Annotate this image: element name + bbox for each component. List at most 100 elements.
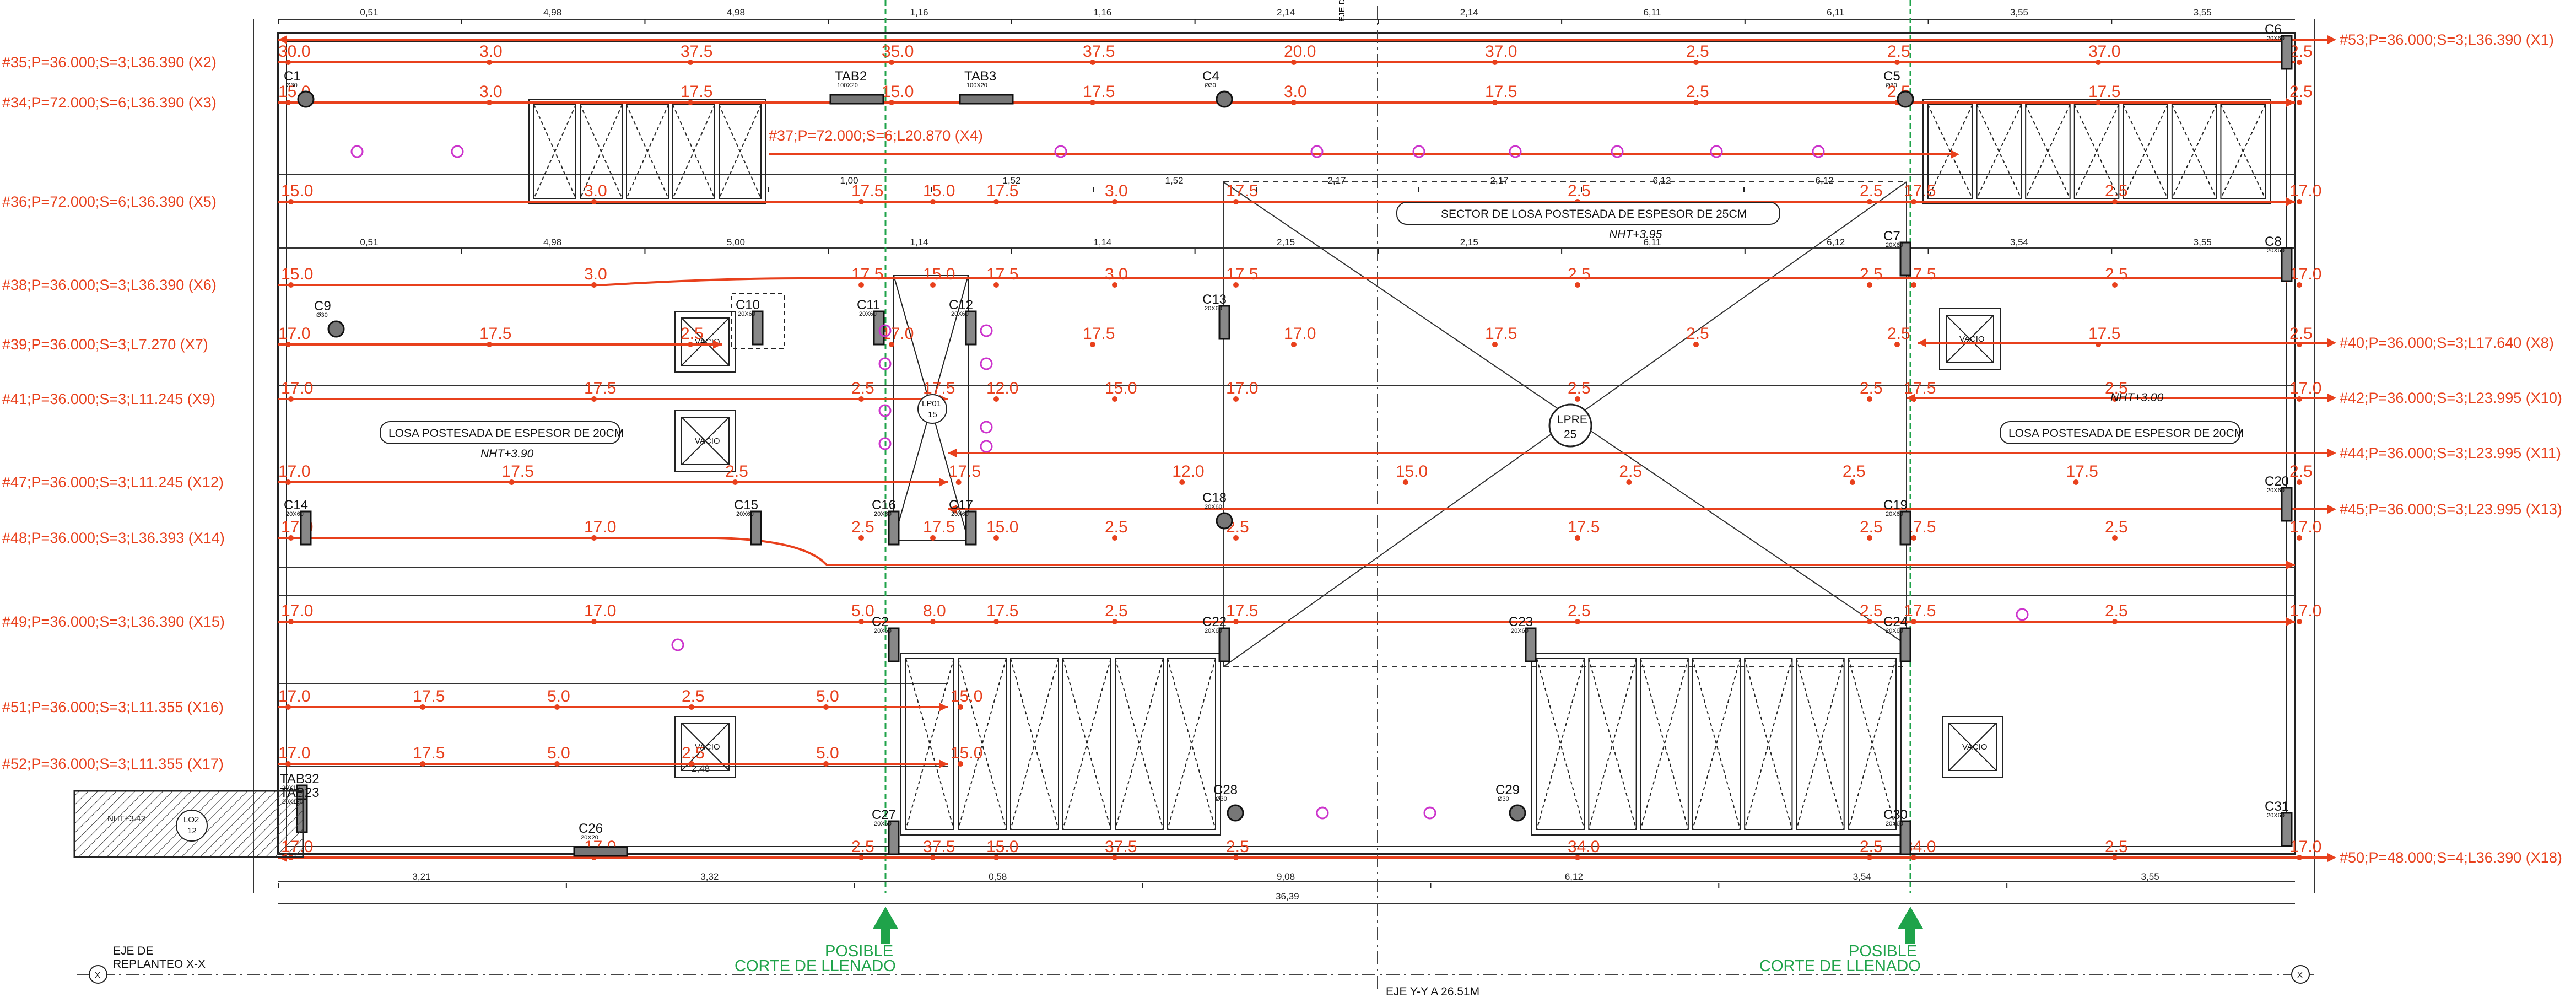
profile-point bbox=[487, 342, 492, 347]
profile-point bbox=[1233, 855, 1239, 860]
tendon-arrow bbox=[2327, 449, 2336, 457]
column-label: C11 bbox=[857, 298, 880, 312]
tendon-arrow bbox=[2286, 98, 2295, 107]
stair-cell-diag bbox=[1976, 104, 2022, 199]
dimension-value: 3,55 bbox=[2194, 7, 2212, 18]
profile-point bbox=[2297, 282, 2302, 288]
profile-value: 15.0 bbox=[281, 265, 313, 283]
tendon-arrow bbox=[948, 505, 957, 514]
tendon-arrow bbox=[1918, 338, 1926, 347]
profile-value: 2.5 bbox=[1686, 325, 1709, 343]
stair-block bbox=[528, 99, 766, 204]
dimension-value: 1,14 bbox=[1093, 237, 1111, 247]
profile-value: 17.5 bbox=[1226, 265, 1258, 283]
dimension-value: 1,16 bbox=[910, 7, 928, 18]
profile-point bbox=[1492, 60, 1498, 65]
column-size: 20X60 bbox=[1511, 628, 1529, 634]
stair-cell-diag bbox=[1640, 658, 1689, 830]
column-label: C6 bbox=[2265, 22, 2282, 37]
profile-point bbox=[1112, 282, 1117, 288]
column-label: TAB3 bbox=[964, 69, 996, 84]
column-rect bbox=[1899, 820, 1911, 855]
nht1-label: NHT+3.95 bbox=[1609, 228, 1662, 241]
profile-point bbox=[930, 619, 936, 624]
profile-point bbox=[1233, 282, 1239, 288]
column-label: C23 bbox=[1509, 615, 1533, 629]
dimension-value: 0,51 bbox=[360, 237, 378, 247]
profile-point bbox=[2297, 535, 2302, 541]
profile-value: 15.0 bbox=[923, 182, 955, 200]
dim-248: 2,48 bbox=[692, 763, 710, 774]
vacio-diag bbox=[1946, 315, 1994, 363]
dimension-value: 3,21 bbox=[412, 871, 430, 882]
dimension-value: 1,00 bbox=[840, 175, 858, 186]
nht3-label: NHT+3.00 bbox=[2110, 391, 2164, 404]
tendon-label-left: #35;P=36.000;S=3;L36.390 (X2) bbox=[2, 54, 217, 71]
column-label: C27 bbox=[872, 807, 896, 822]
tendon-arrow bbox=[2286, 617, 2295, 626]
column-label: C9 bbox=[314, 299, 331, 314]
stair-cell bbox=[905, 658, 954, 830]
profile-value: 30.0 bbox=[278, 42, 310, 61]
lp-label: LP01 bbox=[922, 399, 941, 408]
dimension-value: 2,14 bbox=[1460, 7, 1478, 18]
column-wall bbox=[959, 94, 1014, 105]
profile-point bbox=[993, 396, 999, 402]
tendon-label-left: #52;P=36.000;S=3;L11.355 (X17) bbox=[2, 756, 224, 772]
column-label: C13 bbox=[1202, 292, 1227, 307]
profile-point bbox=[993, 535, 999, 541]
stair-cell bbox=[1692, 658, 1741, 830]
profile-value: 37.5 bbox=[1105, 838, 1137, 856]
column-rect bbox=[2281, 247, 2293, 282]
dimension-value: 6,11 bbox=[1643, 237, 1661, 247]
profile-value: 17.5 bbox=[1485, 83, 1517, 101]
stair-cell bbox=[1536, 658, 1585, 830]
vacio-inner bbox=[1946, 315, 1994, 363]
stair-cell-diag bbox=[1588, 658, 1637, 830]
profile-value: 17.5 bbox=[2088, 83, 2120, 101]
profile-point bbox=[1492, 342, 1498, 347]
dimension-value: 5,00 bbox=[727, 237, 745, 247]
profile-point bbox=[1575, 619, 1580, 624]
profile-point bbox=[288, 396, 294, 402]
profile-point bbox=[1867, 535, 1872, 541]
profile-point bbox=[1090, 342, 1095, 347]
profile-point bbox=[2297, 199, 2302, 204]
stair-shaft bbox=[893, 275, 969, 541]
tendon-label-left: #38;P=36.000;S=3;L36.390 (X6) bbox=[2, 277, 217, 293]
stair-cell-diag bbox=[626, 104, 669, 199]
column-rect bbox=[2281, 487, 2293, 522]
tendon-labels: #35;P=36.000;S=3;L36.390 (X2)#34;P=72.00… bbox=[2, 31, 2562, 866]
column-rect bbox=[888, 627, 900, 662]
profile-point bbox=[1911, 282, 1916, 288]
column-size: 20X60 bbox=[2267, 247, 2285, 254]
profile-point bbox=[554, 761, 560, 767]
profile-point bbox=[591, 199, 597, 204]
profile-point bbox=[1090, 100, 1095, 105]
profile-point bbox=[823, 704, 829, 710]
profile-value: 17.5 bbox=[986, 265, 1018, 283]
profile-point bbox=[1575, 855, 1580, 860]
profile-value: 2.5 bbox=[2289, 42, 2313, 61]
sleeve-marker bbox=[980, 421, 993, 434]
profile-value: 17.0 bbox=[584, 602, 616, 620]
stair-cell bbox=[2123, 104, 2168, 199]
profile-point bbox=[2096, 60, 2101, 65]
dimension-value: 4,98 bbox=[727, 7, 745, 18]
profile-value: 17.5 bbox=[851, 265, 883, 283]
profile-value: 2.5 bbox=[1887, 42, 1910, 61]
column-label: C28 bbox=[1213, 783, 1238, 797]
stair-cell bbox=[1927, 104, 1973, 199]
tendon-arrow bbox=[939, 478, 948, 487]
stair-cell-diag bbox=[1010, 658, 1059, 830]
profile-value: 15.0 bbox=[1396, 462, 1428, 481]
profile-point bbox=[1575, 282, 1580, 288]
dimension-value: 6,11 bbox=[1827, 7, 1844, 18]
axis-marker-right: X bbox=[2297, 971, 2303, 980]
profile-value: 5.0 bbox=[547, 744, 570, 762]
stair-cell-diag bbox=[958, 658, 1007, 830]
column-size: 20X60 bbox=[951, 511, 969, 518]
column-size: 20X60 bbox=[1205, 305, 1222, 312]
profile-value: 2.5 bbox=[1105, 518, 1128, 536]
sleeve-marker bbox=[1423, 806, 1436, 820]
